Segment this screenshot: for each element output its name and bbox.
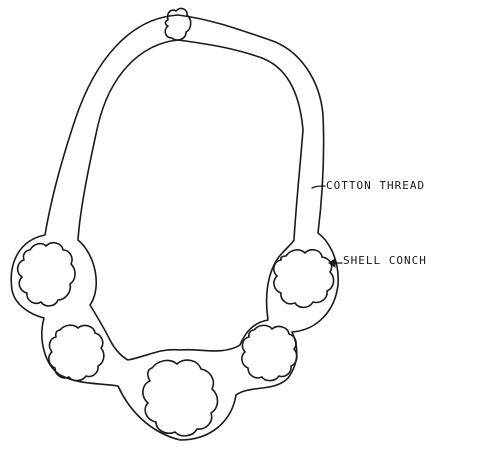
shell-conch-right-lower <box>242 325 297 380</box>
shell-conch-left-upper <box>18 243 75 306</box>
cotton-thread-leader <box>312 186 325 188</box>
shell-conch-label: SHELL CONCH <box>343 254 427 267</box>
thread-knot <box>165 8 190 40</box>
shell-conch-bottom-center <box>143 360 218 436</box>
shell-conch-right-upper <box>274 250 334 308</box>
cotton-thread-inner-edge <box>78 40 303 360</box>
cotton-thread-label: COTTON THREAD <box>326 179 425 192</box>
